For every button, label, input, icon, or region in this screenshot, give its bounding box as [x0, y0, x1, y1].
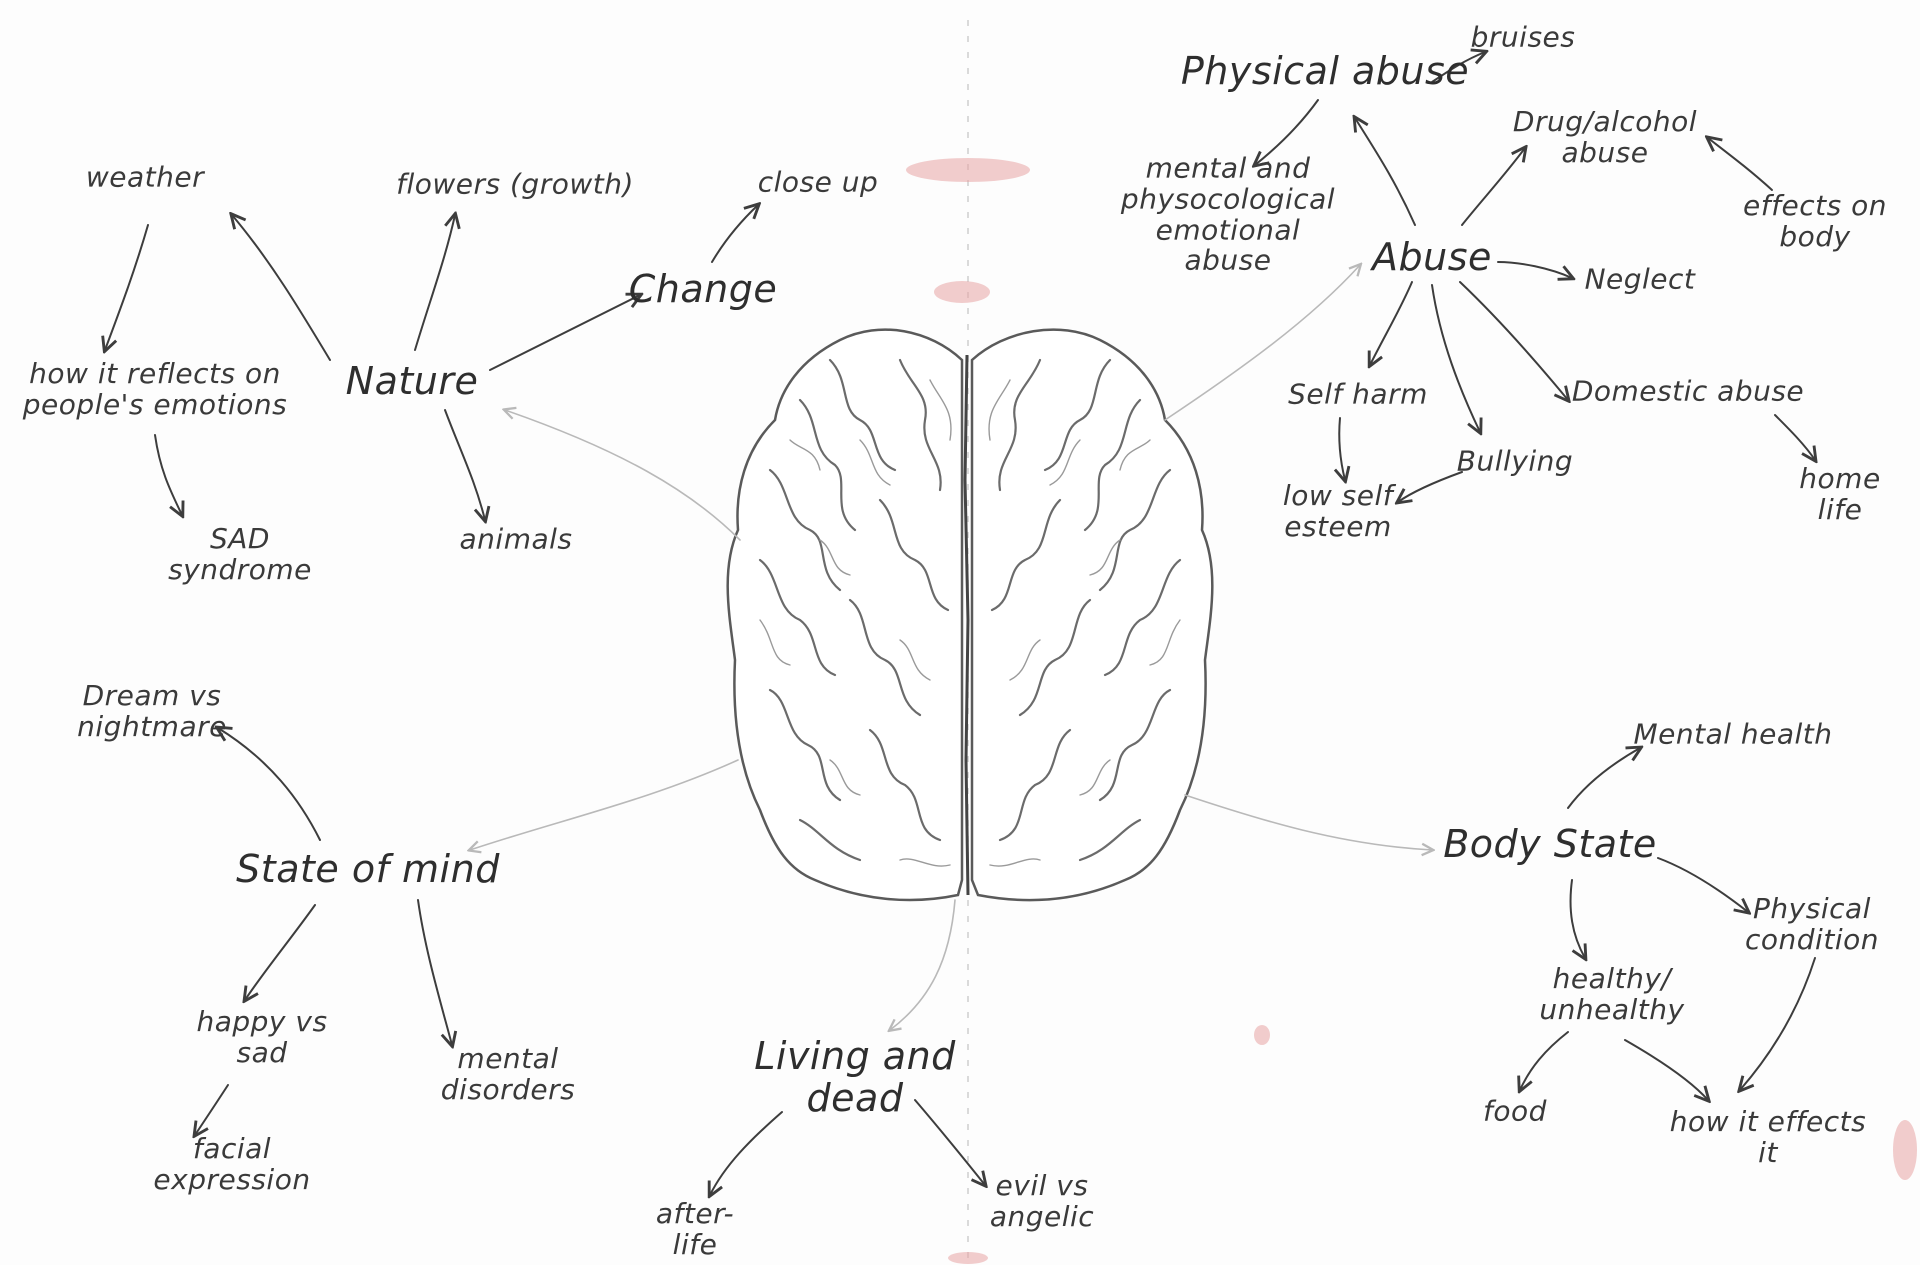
brain-drawing-icon — [726, 328, 1214, 902]
arrow-domestic-home — [1774, 414, 1815, 460]
arrow-reflects-sad — [154, 434, 182, 515]
pink-smudge — [1893, 1120, 1917, 1180]
node-after-life: after-life — [655, 1197, 735, 1261]
arrow-abuse-physical — [1355, 118, 1416, 226]
arrow-nature-flowers — [414, 215, 455, 351]
arrow-mind-disorders — [417, 899, 452, 1045]
node-mental-health: Mental health — [1633, 717, 1833, 751]
node-state-of-mind: State of mind — [236, 847, 500, 892]
node-animals: animals — [459, 522, 573, 556]
arrow-physical-bruises — [1431, 52, 1485, 83]
node-bruises: bruises — [1470, 20, 1576, 54]
node-domestic-abuse: Domestic abuse — [1571, 374, 1805, 408]
arrow-abuse-neglect — [1497, 261, 1572, 278]
arrow-effects-drug — [1708, 138, 1773, 191]
arrow-selfharm-esteem — [1339, 417, 1345, 480]
node-flowers: flowers (growth) — [396, 167, 634, 201]
arrow-nature-weather — [232, 215, 331, 361]
arrow-physical-mental — [1255, 99, 1319, 165]
arrow-healthy-affects — [1624, 1039, 1708, 1100]
pink-smudge — [1254, 1025, 1270, 1045]
arrow-change-closeup — [711, 205, 758, 263]
node-weather: weather — [85, 160, 205, 194]
arrow-abuse-domestic — [1459, 281, 1568, 400]
arrow-abuse-drug — [1461, 148, 1525, 226]
node-change: Change — [628, 267, 778, 312]
node-body-state: Body State — [1443, 822, 1657, 867]
arrow-abuse-bullying — [1431, 284, 1480, 432]
arrow-brain-to-nature — [505, 410, 741, 541]
arrow-brain-to-state-of-mind — [470, 759, 739, 850]
arrow-happy-facial — [195, 1084, 229, 1135]
node-abuse: Abuse — [1372, 235, 1492, 280]
arrow-weather-reflects — [105, 224, 149, 350]
pink-smudge — [948, 1252, 988, 1264]
node-food: food — [1483, 1094, 1547, 1128]
node-bullying: Bullying — [1456, 444, 1574, 478]
arrow-brain-to-body-state — [1184, 794, 1432, 850]
arrow-body-physical — [1657, 857, 1748, 912]
arrow-abuse-selfharm — [1370, 281, 1413, 365]
node-neglect: Neglect — [1584, 262, 1696, 296]
arrow-mind-dream — [218, 728, 321, 841]
node-close-up: close up — [757, 165, 879, 199]
arrow-body-healthy — [1569, 879, 1585, 958]
node-nature: Nature — [345, 359, 479, 404]
arrow-nature-change — [489, 295, 640, 371]
pink-smudge — [906, 158, 1030, 182]
arrow-nature-animals — [444, 409, 485, 520]
arrow-brain-to-living-dead — [890, 899, 956, 1030]
arrow-physical-affects — [1740, 957, 1816, 1090]
arrow-healthy-food — [1520, 1031, 1569, 1090]
arrow-body-mental — [1567, 748, 1640, 809]
arrow-bullying-esteem — [1398, 471, 1463, 502]
arrow-living-afterlife — [710, 1111, 783, 1195]
arrow-living-evil — [914, 1099, 985, 1185]
node-self-harm: Self harm — [1288, 377, 1428, 411]
pink-smudge — [934, 281, 990, 303]
arrow-mind-happy — [245, 904, 316, 1000]
arrow-brain-to-abuse — [1164, 265, 1360, 421]
node-physical-abuse: Physical abuse — [1180, 49, 1470, 94]
node-healthy-unhealthy: healthy/unhealthy — [1539, 962, 1685, 1026]
